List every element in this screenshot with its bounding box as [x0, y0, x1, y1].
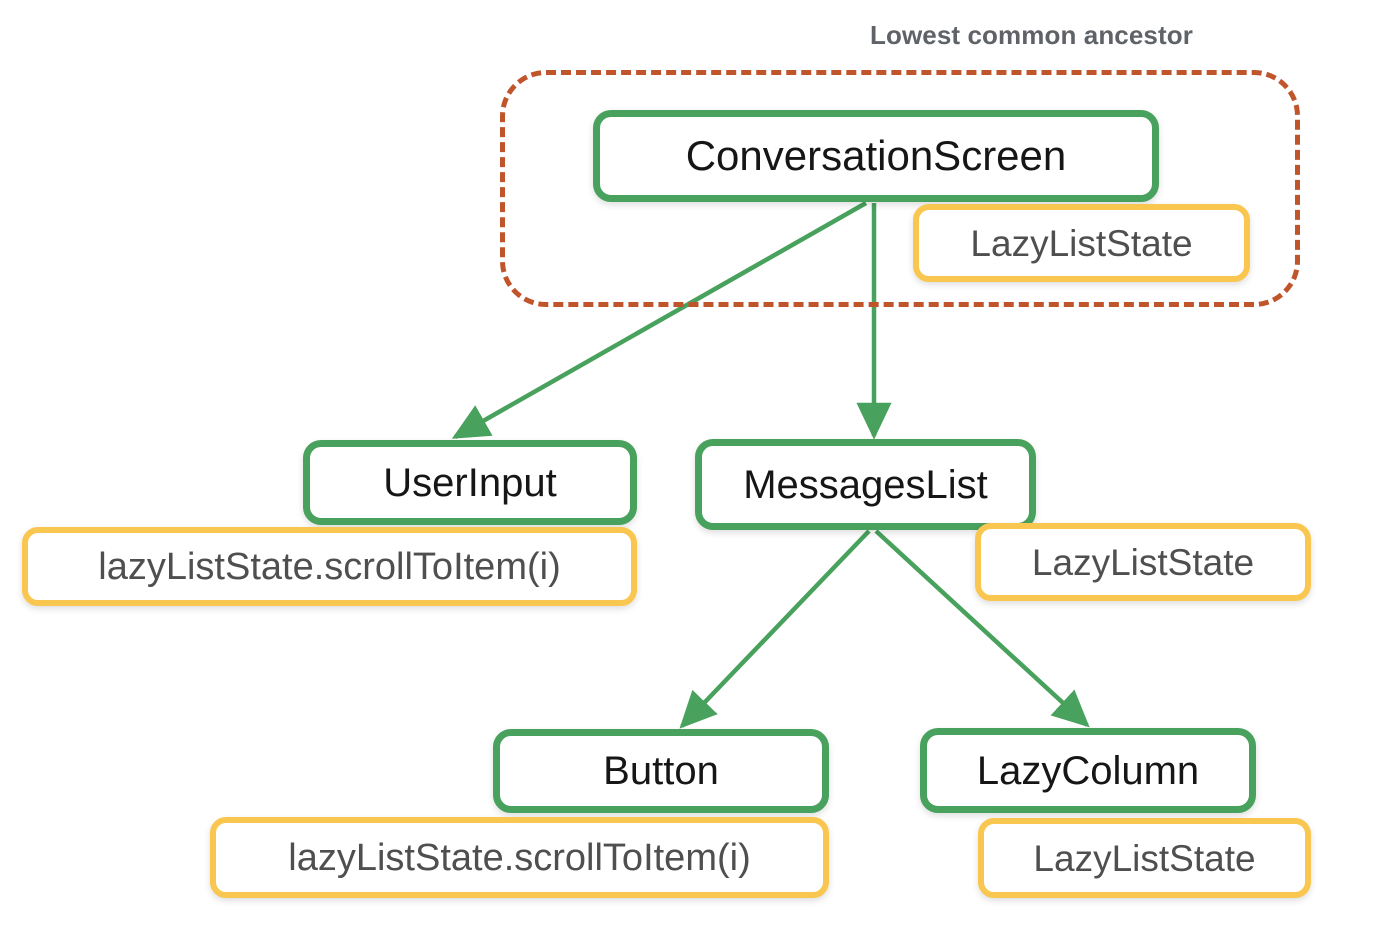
- node-lazycolumn-label: LazyColumn: [976, 748, 1200, 793]
- lowest-common-ancestor-region: [500, 70, 1300, 307]
- state-chip-userinput[interactable]: lazyListState.scrollToItem(i): [22, 527, 637, 606]
- state-chip-messageslist[interactable]: LazyListState: [975, 523, 1311, 601]
- node-conversationscreen-label: ConversationScreen: [685, 132, 1067, 179]
- state-chip-button[interactable]: lazyListState.scrollToItem(i): [210, 817, 829, 898]
- node-button-label: Button: [603, 749, 719, 793]
- lowest-common-ancestor-label: Lowest common ancestor: [870, 20, 1193, 50]
- state-chip-lazycolumn-label: LazyListState: [1033, 837, 1256, 879]
- state-chip-userinput-label: lazyListState.scrollToItem(i): [98, 545, 561, 588]
- node-userinput-label: UserInput: [383, 460, 557, 505]
- state-chip-conversationscreen-label: LazyListState: [970, 222, 1193, 264]
- node-messageslist[interactable]: MessagesList: [695, 439, 1036, 530]
- edge-messageslist-button: [679, 529, 871, 729]
- node-conversationscreen[interactable]: ConversationScreen: [593, 110, 1159, 202]
- node-userinput[interactable]: UserInput: [303, 440, 637, 525]
- state-chip-lazycolumn[interactable]: LazyListState: [978, 818, 1311, 898]
- state-chip-messageslist-label: LazyListState: [1031, 541, 1255, 583]
- state-chip-conversationscreen[interactable]: LazyListState: [913, 204, 1250, 282]
- node-lazycolumn[interactable]: LazyColumn: [920, 728, 1256, 813]
- state-chip-button-label: lazyListState.scrollToItem(i): [288, 836, 751, 879]
- node-messageslist-label: MessagesList: [743, 462, 988, 507]
- node-button[interactable]: Button: [493, 729, 829, 813]
